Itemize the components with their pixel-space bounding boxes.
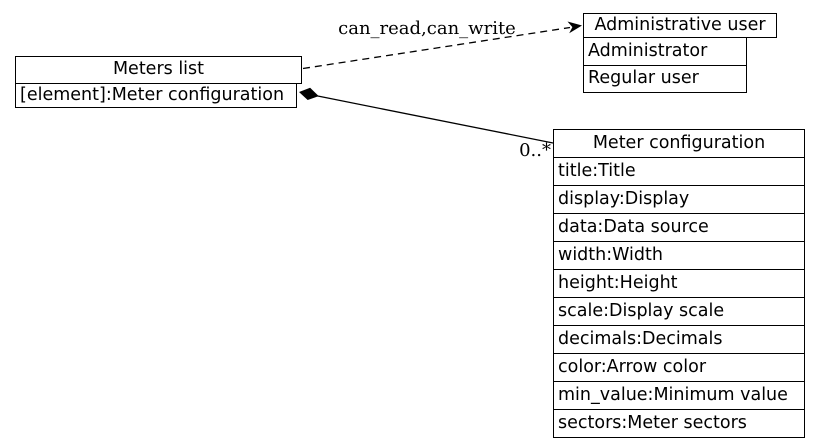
composition-edge <box>316 95 554 144</box>
administrative-user-row-administrator: Administrator <box>583 37 747 66</box>
dependency-edge <box>302 26 571 70</box>
meter-configuration-row-sectors: sectors:Meter sectors <box>553 409 805 438</box>
composition-diamond-icon <box>299 87 319 100</box>
administrative-user-header: Administrative user <box>583 13 777 38</box>
meter-configuration-row-width: width:Width <box>553 241 805 270</box>
meter-configuration-row-display: display:Display <box>553 185 805 214</box>
meter-configuration-row-color: color:Arrow color <box>553 353 805 382</box>
dependency-arrowhead-icon <box>567 21 582 34</box>
meter-configuration-row-min-value: min_value:Minimum value <box>553 381 805 410</box>
meter-configuration-row-scale: scale:Display scale <box>553 297 805 326</box>
administrative-user-row-regular-user: Regular user <box>583 65 747 93</box>
composition-multiplicity-label: 0..* <box>519 140 551 161</box>
meter-configuration-row-height: height:Height <box>553 269 805 298</box>
meter-configuration-row-decimals: decimals:Decimals <box>553 325 805 354</box>
meter-configuration-row-title: title:Title <box>553 157 805 186</box>
meters-list-header: Meters list <box>15 56 302 84</box>
meter-configuration-row-data: data:Data source <box>553 213 805 242</box>
meters-list-row-element: [element]:Meter configuration <box>15 83 297 108</box>
dependency-edge-label: can_read,can_write <box>338 18 516 39</box>
meter-configuration-header: Meter configuration <box>553 129 805 158</box>
